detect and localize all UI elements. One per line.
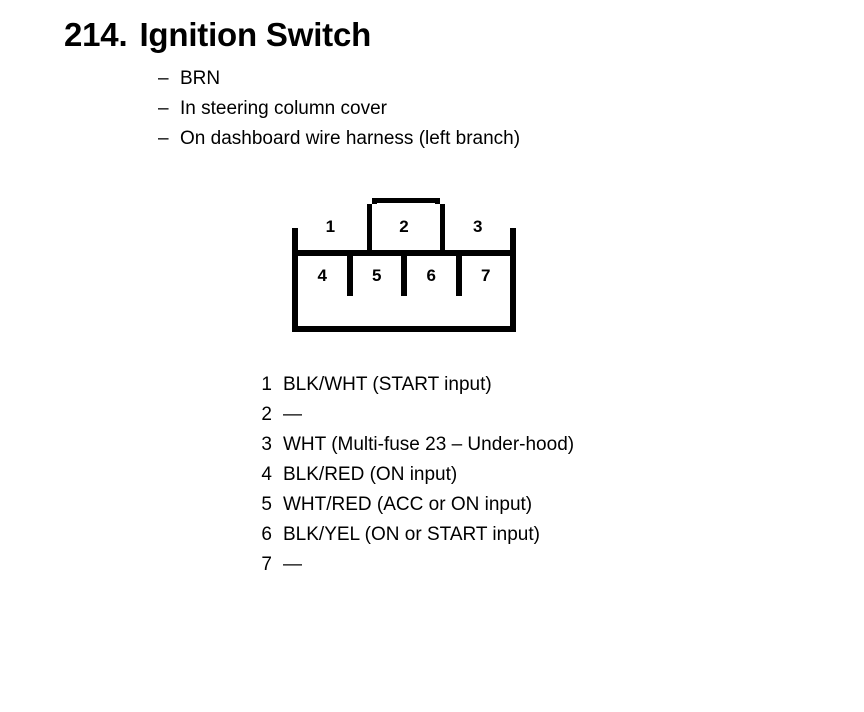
legend-pin-description: WHT (Multi-fuse 23 – Under-hood) [283, 434, 575, 455]
connector-top-row: 1 2 3 [298, 204, 511, 250]
legend-pin-number: 4 [261, 464, 272, 485]
dash-bullet-icon: – [158, 98, 169, 119]
note-item: – In steering column cover [158, 98, 520, 128]
legend-row: 6 BLK/YEL (ON or START input) [248, 524, 574, 554]
note-item-label: BRN [180, 68, 221, 89]
legend-row: 3 WHT (Multi-fuse 23 – Under-hood) [248, 434, 574, 464]
connector-cavity-1: 1 [298, 204, 363, 250]
legend-pin-number: 1 [261, 374, 272, 395]
legend-pin-number: 2 [261, 404, 272, 425]
legend-pin-description: BLK/WHT (START input) [283, 374, 492, 395]
legend-row: 1 BLK/WHT (START input) [248, 374, 574, 404]
legend-pin-description: BLK/YEL (ON or START input) [283, 524, 540, 545]
connector-bottom-row: 4 5 6 7 [298, 256, 510, 296]
connector-cavity-4: 4 [298, 256, 347, 296]
legend-row: 7 — [248, 554, 574, 584]
cavity-number: 7 [481, 266, 491, 285]
note-item: – BRN [158, 68, 520, 98]
dash-bullet-icon: – [158, 68, 169, 89]
legend-pin-description: BLK/RED (ON input) [283, 464, 458, 485]
note-item: – On dashboard wire harness (left branch… [158, 128, 520, 158]
connector-cavity-6: 6 [401, 256, 456, 296]
legend-pin-number: 3 [261, 434, 272, 455]
page-title-text: Ignition Switch [139, 16, 372, 53]
legend-row: 2 — [248, 404, 574, 434]
cavity-number: 6 [426, 266, 436, 285]
cavity-number: 3 [472, 217, 483, 236]
note-list: – BRN – In steering column cover – On da… [158, 68, 520, 158]
cavity-number: 4 [317, 266, 327, 285]
connector-cavity-5: 5 [346, 256, 401, 296]
note-item-label: In steering column cover [180, 98, 387, 119]
page-title: 214. Ignition Switch [64, 16, 371, 54]
legend-pin-number: 5 [261, 494, 272, 515]
connector-cavity-7: 7 [455, 256, 510, 296]
cavity-number: 2 [399, 217, 409, 236]
pin-legend: 1 BLK/WHT (START input) 2 — 3 WHT (Multi… [248, 374, 574, 584]
dash-bullet-icon: – [158, 128, 169, 149]
legend-pin-description: — [283, 404, 302, 425]
connector-cavity-3: 3 [436, 204, 511, 250]
connector-cavity-2: 2 [362, 204, 437, 250]
cavity-number: 5 [372, 266, 382, 285]
legend-row: 4 BLK/RED (ON input) [248, 464, 574, 494]
legend-pin-description: — [283, 554, 302, 575]
legend-row: 5 WHT/RED (ACC or ON input) [248, 494, 574, 524]
cavity-number: 1 [325, 217, 336, 236]
note-item-label: On dashboard wire harness (left branch) [180, 128, 521, 149]
page-title-number: 214. [64, 16, 128, 53]
connector-row-divider [298, 250, 510, 256]
legend-pin-number: 7 [261, 554, 272, 575]
legend-pin-description: WHT/RED (ACC or ON input) [283, 494, 533, 515]
legend-pin-number: 6 [261, 524, 272, 545]
connector-diagram: 1 2 3 4 5 6 7 [292, 198, 516, 332]
